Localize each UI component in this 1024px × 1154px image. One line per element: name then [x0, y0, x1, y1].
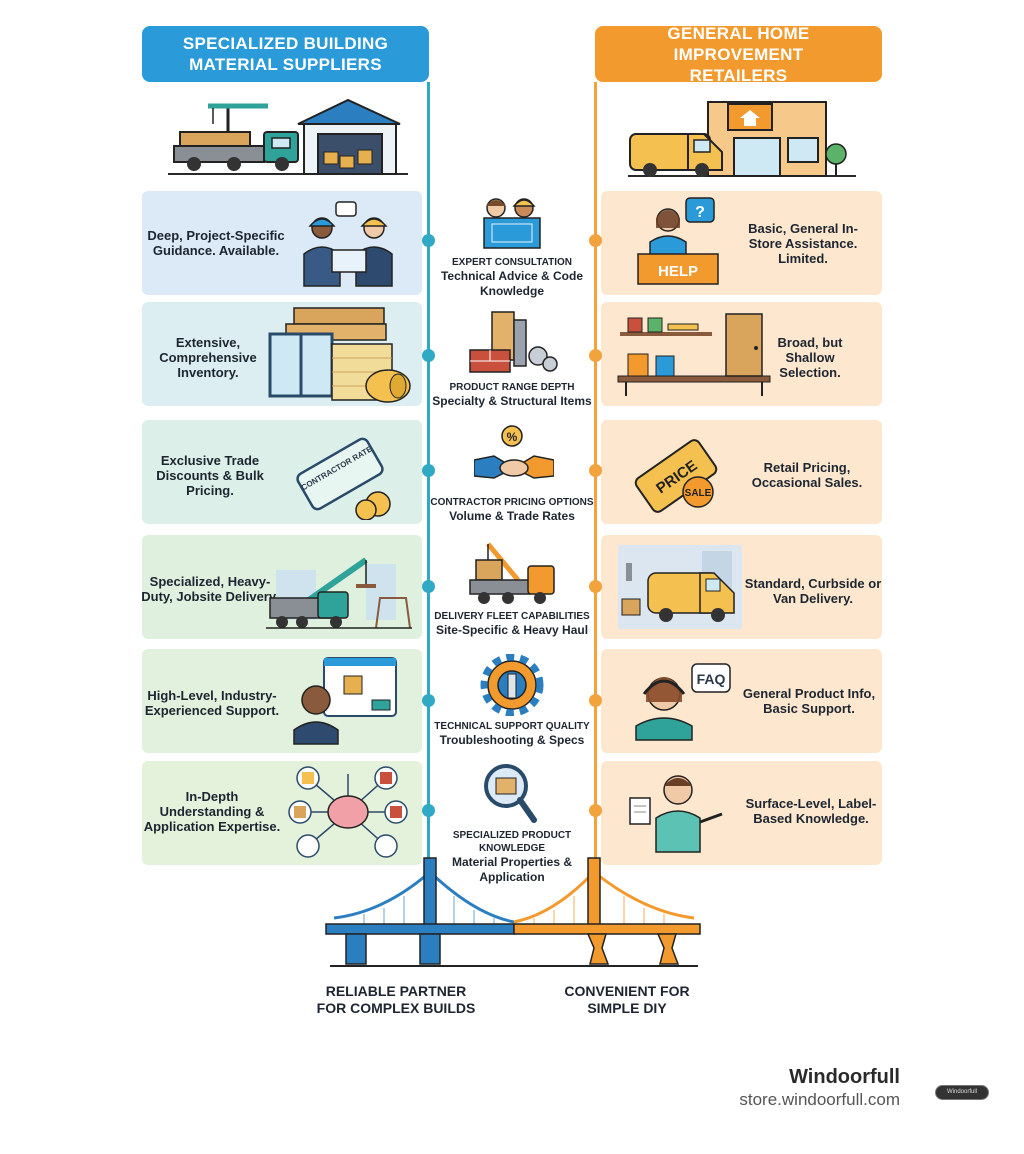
category-title: SPECIALIZED PRODUCT KNOWLEDGE [452, 830, 572, 854]
right-connector-dot [589, 464, 602, 477]
magnifier-icon [484, 764, 537, 823]
brand-badge: Windoorfull [935, 1085, 989, 1100]
right-connector-dot [589, 349, 602, 362]
van-icon [618, 545, 742, 629]
right-connector-dot [589, 580, 602, 593]
right-connector-dot [589, 694, 602, 707]
category-title: PRODUCT RANGE DEPTH [449, 382, 575, 393]
left-row-text: In-Depth Understanding & Application Exp… [143, 788, 281, 834]
support-agent-icon [293, 657, 397, 745]
help-desk-icon: HELP ? [637, 197, 719, 285]
left-connector-dot [422, 580, 435, 593]
brand-name: Windoorfull [789, 1066, 900, 1088]
left-connector-dot [422, 464, 435, 477]
left-row-text: High-Level, Industry-Experienced Support… [144, 688, 280, 718]
bridge-icon [325, 857, 701, 967]
headset-agent-icon: FAQ [635, 663, 731, 741]
right-connector-dot [589, 804, 602, 817]
category-subtitle: Material Properties & Application [451, 855, 573, 884]
consultants-icon [303, 201, 393, 287]
category-subtitle: Troubleshooting & Specs [439, 733, 585, 747]
left-connector-dot [422, 804, 435, 817]
category-consultation: EXPERT CONSULTATION Technical Advice & C… [430, 256, 594, 299]
right-connector-dot [589, 234, 602, 247]
shelf-icon [617, 313, 771, 396]
right-row-text: General Product Info, Basic Support. [742, 686, 876, 716]
category-subtitle: Site-Specific & Heavy Haul [435, 623, 589, 637]
left-column-header: SPECIALIZED BUILDING MATERIAL SUPPLIERS [142, 26, 429, 82]
brand-url: store.windoorfull.com [739, 1090, 900, 1109]
category-delivery: DELIVERY FLEET CAPABILITIES Site-Specifi… [430, 610, 594, 638]
gear-wrench-icon [480, 654, 544, 716]
bottom-label-right: CONVENIENT FOR SIMPLE DIY [564, 983, 690, 1016]
boom-truck-icon [469, 542, 555, 604]
right-row-text: Basic, General In-Store Assistance. Limi… [748, 220, 858, 266]
shrug-person-icon [629, 775, 723, 853]
left-row-text: Exclusive Trade Discounts & Bulk Pricing… [156, 452, 264, 498]
right-column-header: GENERAL HOME IMPROVEMENT RETAILERS [595, 24, 882, 85]
category-title: TECHNICAL SUPPORT QUALITY [434, 721, 590, 732]
category-subtitle: Specialty & Structural Items [432, 394, 592, 408]
handshake-icon: % [474, 425, 554, 479]
retail-store-icon [628, 101, 856, 177]
category-title: EXPERT CONSULTATION [452, 257, 572, 268]
category-subtitle: Technical Advice & Code Knowledge [440, 269, 584, 298]
svg-text:%: % [507, 430, 518, 444]
left-connector-dot [422, 349, 435, 362]
category-subtitle: Volume & Trade Rates [449, 509, 575, 523]
right-row-text: Retail Pricing, Occasional Sales. [751, 460, 863, 490]
rate-tag-icon: CONTRACTOR RATE [296, 437, 391, 520]
category-support: TECHNICAL SUPPORT QUALITY Troubleshootin… [430, 720, 594, 748]
svg-text:?: ? [695, 204, 705, 221]
supplier-warehouse-icon [168, 98, 408, 175]
left-row-text: Specialized, Heavy-Duty, Jobsite Deliver… [141, 574, 279, 604]
right-row-text: Standard, Curbside or Van Delivery. [744, 576, 882, 606]
category-title: DELIVERY FLEET CAPABILITIES [434, 611, 590, 622]
category-product-range: PRODUCT RANGE DEPTH Specialty & Structur… [430, 381, 594, 409]
right-row-text: Broad, but Shallow Selection. [777, 334, 843, 380]
help-sign-text: HELP [658, 263, 698, 280]
faq-bubble-text: FAQ [697, 671, 726, 687]
left-connector-dot [422, 234, 435, 247]
category-title: CONTRACTOR PRICING OPTIONS [430, 497, 594, 508]
brain-network-icon [288, 766, 408, 858]
left-connector-dot [422, 694, 435, 707]
right-row-text: Surface-Level, Label-Based Knowledge. [745, 796, 877, 826]
crane-truck-icon [266, 557, 412, 629]
engineers-blueprint-icon [483, 198, 541, 249]
bottom-label-left: RELIABLE PARTNER FOR COMPLEX BUILDS [316, 983, 476, 1016]
category-knowledge: SPECIALIZED PRODUCT KNOWLEDGE Material P… [430, 829, 594, 885]
left-row-text: Extensive, Comprehensive Inventory. [159, 334, 257, 380]
lumber-stack-icon [268, 307, 411, 403]
price-tag-icon: PRICE SALE [634, 439, 718, 513]
category-pricing: CONTRACTOR PRICING OPTIONS Volume & Trad… [430, 496, 594, 524]
materials-icon [469, 311, 558, 373]
left-row-text: Deep, Project-Specific Guidance. Availab… [147, 228, 285, 258]
sale-badge-text: SALE [685, 488, 712, 499]
